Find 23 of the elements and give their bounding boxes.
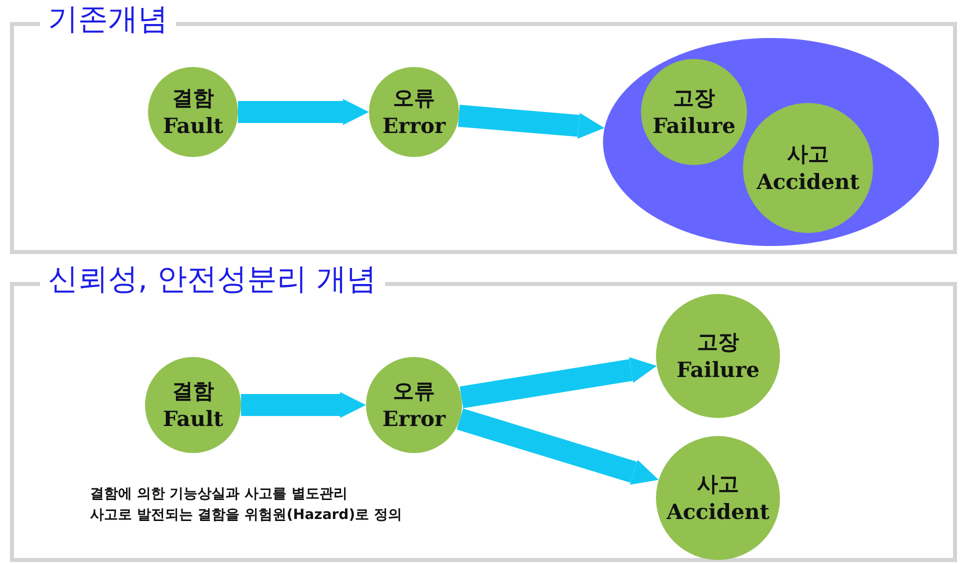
- block-arrow: [460, 357, 657, 408]
- node-label: 결함: [172, 84, 214, 112]
- node-label: Failure: [652, 112, 736, 140]
- node-label: Error: [382, 405, 446, 433]
- node-label: Error: [382, 112, 446, 140]
- node-label: 오류: [393, 84, 435, 112]
- block-arrow: [456, 408, 659, 485]
- node-label: 고장: [697, 328, 739, 356]
- note-text: 사고로 발전되는 결함을 위험원(Hazard)로 정의: [90, 506, 402, 525]
- block-arrow: [238, 99, 369, 125]
- node-label: Fault: [162, 405, 224, 433]
- node-label: Accident: [666, 498, 770, 526]
- node-label: 오류: [393, 377, 435, 405]
- node-label: 사고: [787, 140, 829, 168]
- node-label: Failure: [676, 356, 760, 384]
- node-label: Fault: [162, 112, 224, 140]
- node-label: 결함: [172, 377, 214, 405]
- note-text: 결함에 의한 기능상실과 사고를 별도관리: [90, 485, 348, 504]
- block-arrow: [241, 392, 366, 418]
- node-label: 사고: [697, 470, 739, 498]
- node-label: Accident: [756, 168, 860, 196]
- block-arrow: [458, 104, 605, 139]
- node-label: 고장: [673, 84, 715, 112]
